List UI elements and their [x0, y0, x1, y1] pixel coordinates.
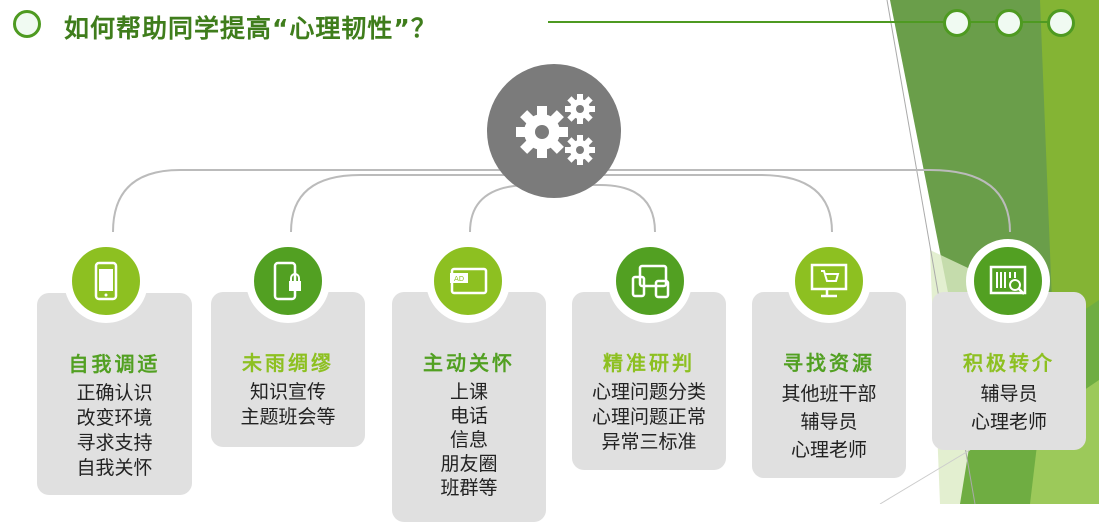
card-item: 辅导员: [800, 411, 858, 433]
card-item: 知识宣传: [249, 381, 326, 403]
card-item: 信息: [449, 429, 488, 451]
card-item: 上课: [449, 381, 488, 403]
card-active-care: 主动关怀 上课 电话 信息 朋友圈 班群等: [392, 292, 546, 522]
card-item: 主题班会等: [240, 406, 336, 428]
card-title: 寻找资源: [783, 351, 875, 375]
smartphone-icon: [64, 239, 148, 323]
card-item: 班群等: [440, 477, 498, 499]
nav-dot-3: [1047, 9, 1075, 37]
card-referral: 积极转介 辅导员 心理老师: [932, 292, 1086, 450]
card-item: 其他班干部: [781, 383, 877, 405]
card-title: 主动关怀: [423, 351, 515, 375]
card-item: 电话: [449, 405, 488, 427]
gears-icon: [487, 64, 621, 198]
card-item: 心理问题分类: [591, 381, 706, 403]
tablet-ad-icon: AD: [426, 239, 510, 323]
nav-dot-2: [995, 9, 1023, 37]
card-title: 未雨绸缪: [242, 351, 334, 375]
nav-dot-1: [943, 9, 971, 37]
devices-icon: [608, 239, 692, 323]
card-item: 自我关怀: [76, 457, 153, 479]
card-item: 异常三标准: [601, 431, 697, 453]
phone-lock-icon: [246, 239, 330, 323]
card-item: 心理老师: [790, 439, 867, 461]
card-item: 寻求支持: [76, 432, 153, 454]
svg-text:AD: AD: [454, 275, 464, 283]
card-item: 心理老师: [970, 411, 1047, 433]
page-title: 如何帮助同学提高“心理韧性”？: [64, 14, 437, 43]
cart-monitor-icon: [787, 239, 871, 323]
barcode-search-icon: [966, 239, 1050, 323]
card-title: 积极转介: [963, 351, 1055, 375]
card-self-adjust: 自我调适 正确认识 改变环境 寻求支持 自我关怀: [37, 293, 192, 495]
title-bullet-icon: [13, 10, 41, 38]
card-item: 改变环境: [76, 407, 153, 429]
card-item: 辅导员: [980, 383, 1038, 405]
card-item: 正确认识: [76, 382, 153, 404]
card-assessment: 精准研判 心理问题分类 心理问题正常 异常三标准: [572, 292, 726, 470]
card-item: 朋友圈: [440, 453, 498, 475]
card-item: 心理问题正常: [591, 406, 706, 428]
card-title: 精准研判: [603, 351, 695, 375]
card-title: 自我调适: [68, 352, 161, 376]
card-resources: 寻找资源 其他班干部 辅导员 心理老师: [752, 292, 906, 478]
